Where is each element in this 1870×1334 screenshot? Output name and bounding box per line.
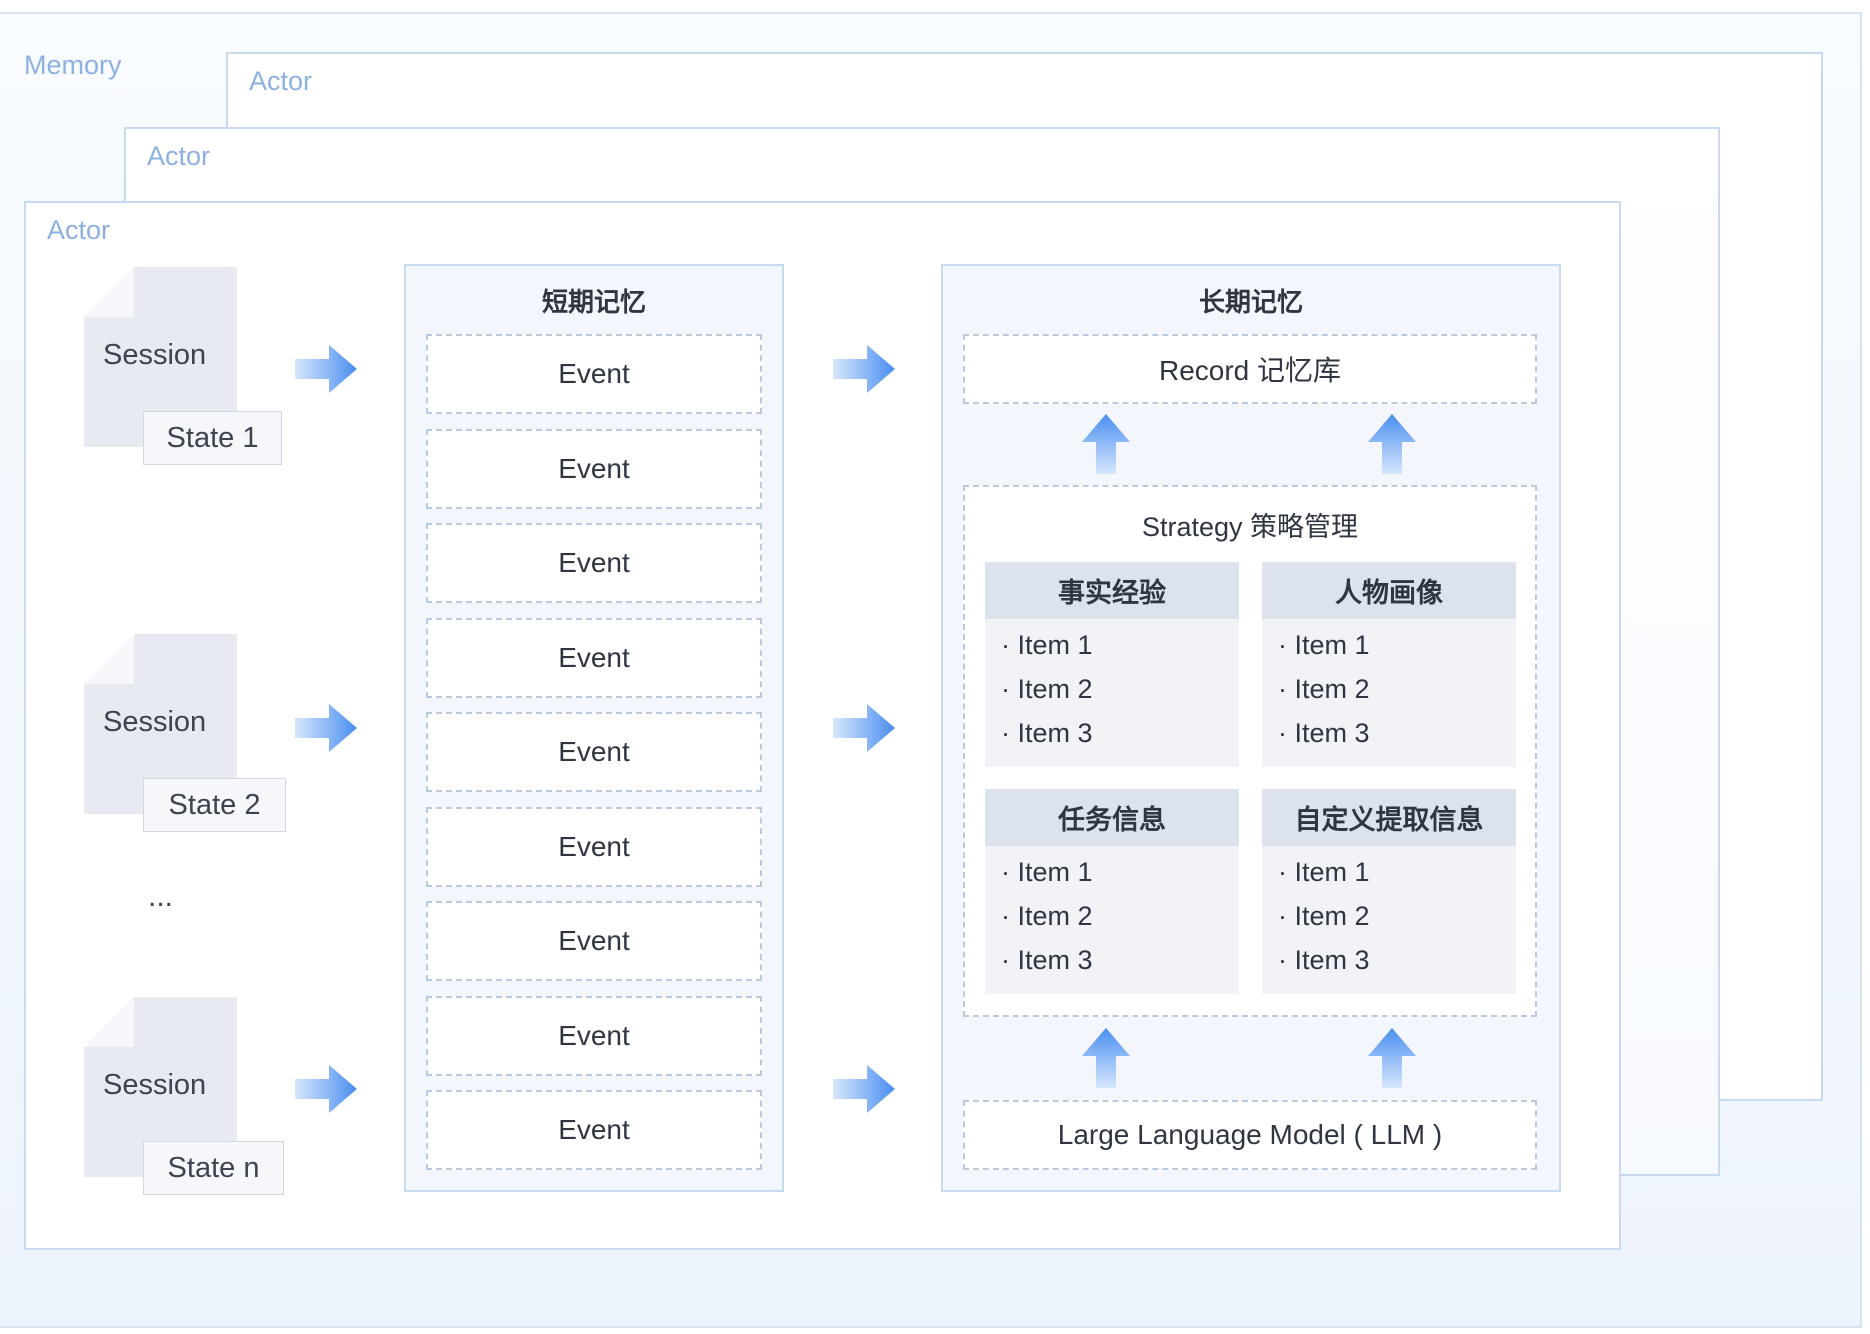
arrow-up-icon (1082, 1028, 1130, 1088)
event-box: Event (426, 806, 762, 887)
arrow-up-icon (1082, 414, 1130, 474)
card-title: 任务信息 (985, 789, 1239, 846)
memory-label: Memory (24, 50, 122, 80)
card-item: · Item 3 (1278, 945, 1370, 975)
actor-label-middle: Actor (147, 141, 211, 171)
arrow-right-icon (833, 1065, 895, 1113)
session-label: Session (103, 1069, 207, 1101)
arrow-right-icon (833, 704, 895, 752)
event-box: Event (426, 523, 762, 603)
event-box: Event (426, 901, 762, 981)
card-item: · Item 1 (1001, 857, 1093, 887)
card-item: · Item 2 (1001, 901, 1093, 931)
event-box: Event (426, 712, 762, 792)
state-chip: State 1 (143, 411, 282, 465)
long-term-memory-title: 长期记忆 (1198, 287, 1303, 317)
card-title: 人物画像 (1262, 562, 1516, 619)
card-item: · Item 3 (1278, 718, 1370, 748)
session-label: Session (103, 339, 207, 371)
llm-box: Large Language Model ( LLM ) (963, 1100, 1537, 1170)
arrow-right-icon (295, 704, 357, 752)
card-title: 自定义提取信息 (1262, 789, 1516, 846)
arrow-up-icon (1368, 414, 1416, 474)
arrow-right-icon (833, 345, 895, 393)
strategy-title: Strategy 策略管理 (1141, 512, 1359, 542)
card-title: 事实经验 (985, 562, 1239, 619)
card-item: · Item 2 (1278, 674, 1370, 704)
card-persona: 人物画像 · Item 1 · Item 2 · Item 3 (1262, 562, 1516, 767)
arrow-right-icon (295, 1065, 357, 1113)
card-item: · Item 1 (1001, 630, 1093, 660)
event-box: Event (426, 428, 762, 509)
arrow-right-icon (295, 345, 357, 393)
session-label: Session (103, 706, 207, 738)
card-task: 任务信息 · Item 1 · Item 2 · Item 3 (985, 789, 1239, 994)
state-chip: State n (143, 1141, 284, 1195)
short-term-memory-title: 短期记忆 (541, 287, 646, 317)
ellipsis: ... (148, 880, 174, 913)
card-item: · Item 3 (1001, 945, 1093, 975)
card-facts: 事实经验 · Item 1 · Item 2 · Item 3 (985, 562, 1239, 767)
card-item: · Item 2 (1001, 674, 1093, 704)
card-item: · Item 1 (1278, 857, 1370, 887)
event-box: Event (426, 334, 762, 414)
card-item: · Item 2 (1278, 901, 1370, 931)
card-item: · Item 1 (1278, 630, 1370, 660)
actor-label-back: Actor (249, 66, 313, 96)
event-box: Event (426, 617, 762, 698)
state-chip: State 2 (143, 778, 286, 832)
card-item: · Item 3 (1001, 718, 1093, 748)
event-box: Event (426, 1090, 762, 1170)
card-custom: 自定义提取信息 · Item 1 · Item 2 · Item 3 (1262, 789, 1516, 994)
record-box: Record 记忆库 (963, 334, 1537, 404)
event-box: Event (426, 995, 762, 1076)
arrow-up-icon (1368, 1028, 1416, 1088)
actor-label-front: Actor (47, 215, 111, 245)
